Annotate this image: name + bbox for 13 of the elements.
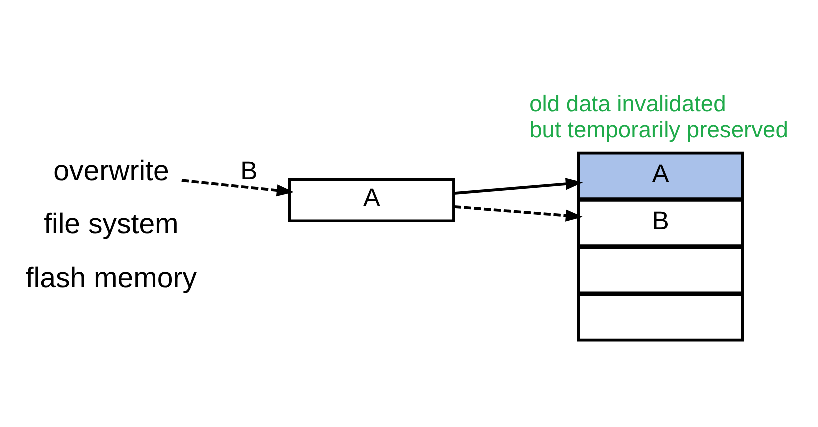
node-box	[577, 292, 744, 342]
arrow	[454, 204, 584, 222]
arrow	[454, 178, 584, 195]
label: flash memory	[26, 262, 198, 294]
node-text: overwrite	[54, 154, 170, 187]
label: old data invalidated but temporarily preserved	[530, 90, 788, 142]
label: file system	[44, 208, 179, 240]
node-box	[577, 246, 744, 294]
node-box: B	[577, 198, 744, 248]
edge-label: B	[240, 157, 258, 186]
node-box: A	[288, 178, 456, 222]
node-box: A	[577, 151, 744, 200]
arrow	[182, 178, 294, 196]
